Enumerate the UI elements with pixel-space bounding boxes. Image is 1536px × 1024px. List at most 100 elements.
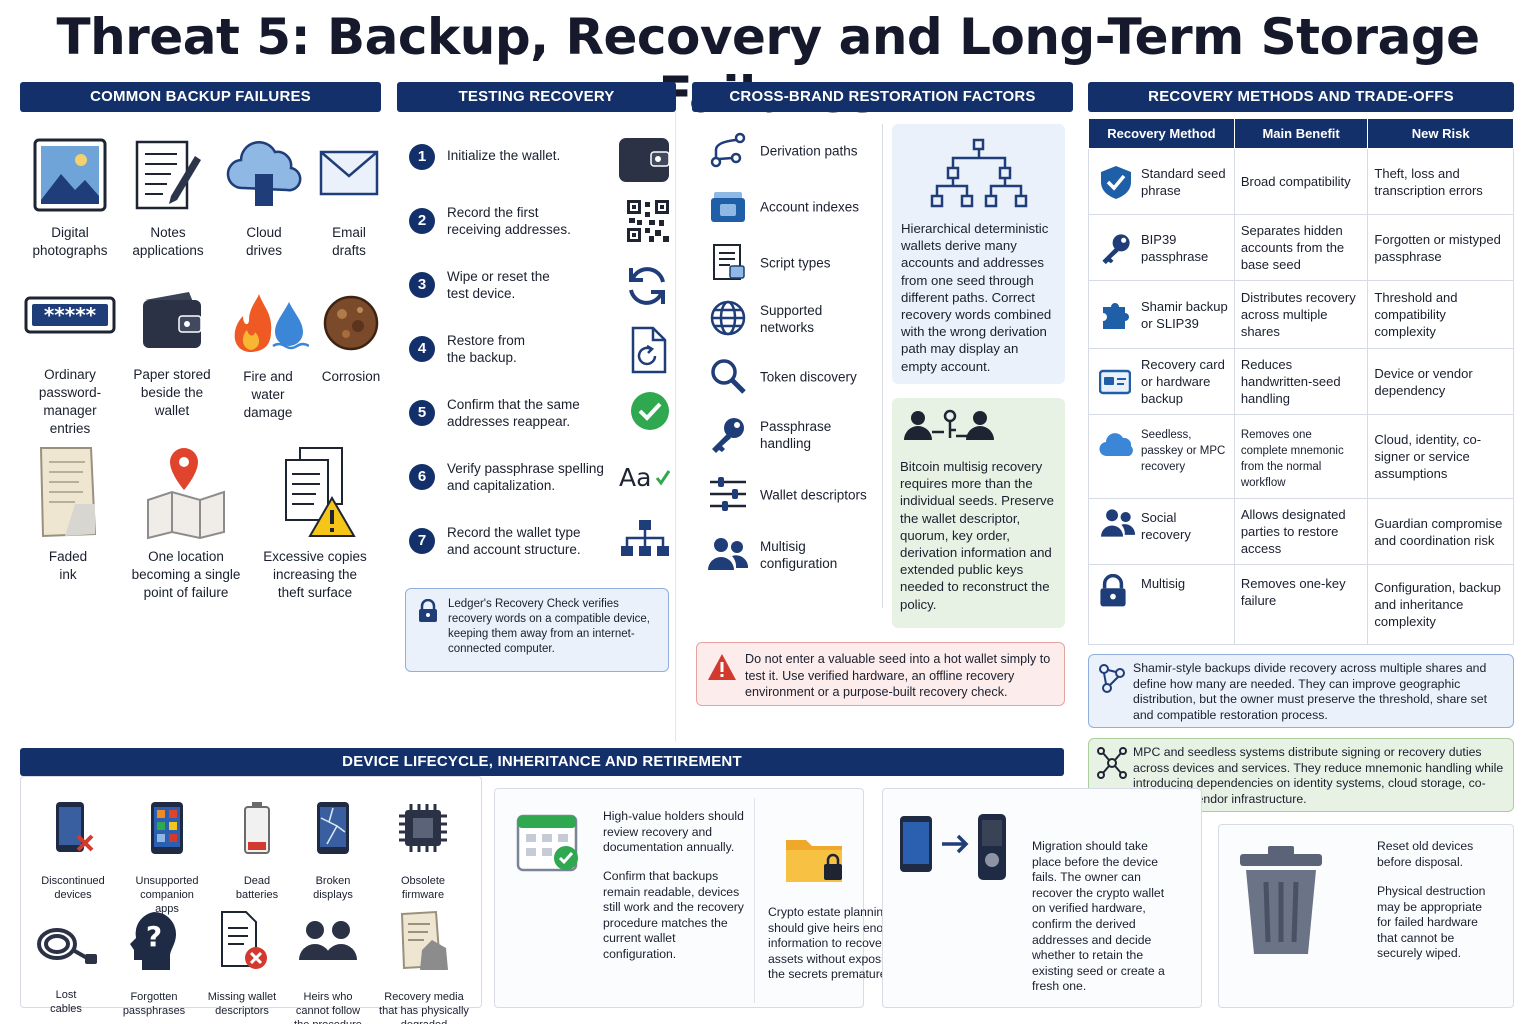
lifecycle-label: Broken displays (313, 875, 353, 901)
lifecycle-unsupported-apps: Unsupported companion apps (124, 786, 210, 916)
shamir-note: Shamir-style backups divide recovery acr… (1088, 654, 1514, 728)
method-risk: Device or vendor dependency (1367, 348, 1514, 415)
method-risk: Guardian compromise and coordination ris… (1367, 498, 1514, 565)
method-benefit: Removes one-key failure (1233, 564, 1369, 645)
failure-label: Notes applications (132, 225, 204, 258)
common-failures-header: COMMON BACKUP FAILURES (20, 82, 381, 112)
hd-wallet-text: Hierarchical deterministic wallets deriv… (901, 221, 1052, 374)
globe-icon (710, 300, 746, 336)
test-step-4: 4 Restore from the backup. (409, 326, 671, 380)
failure-faded-ink: Faded ink (24, 444, 112, 584)
lifecycle-label: Forgotten passphrases (122, 991, 186, 1017)
password-icon: ***** (24, 296, 116, 334)
failure-excessive-copies: Excessive copies increasing the theft su… (256, 444, 374, 602)
battery-icon (244, 802, 270, 854)
test-step-1: 1 Initialize the wallet. (409, 138, 671, 188)
method-name: Seedless, passkey or MPC recovery (1141, 429, 1226, 473)
hierarchy-icon (621, 520, 669, 556)
lifecycle-lost-cables: Lost cables (30, 904, 102, 1016)
method-name: Standard seed phrase (1141, 165, 1226, 198)
file-restore-icon (631, 326, 667, 374)
test-step-3: 3 Wipe or reset the test device. (409, 266, 671, 316)
magnifier-icon (711, 359, 746, 394)
ledger-recovery-check-callout: Ledger's Recovery Check verifies recover… (405, 588, 669, 672)
table-row: Social recovery Allows designated partie… (1088, 498, 1514, 565)
step-number: 7 (409, 528, 435, 554)
notes-icon (135, 140, 201, 210)
step-text: Restore from the backup. (447, 333, 526, 365)
failure-single-location: One location becoming a single point of … (122, 444, 250, 602)
doc-x-icon (221, 911, 267, 969)
table-row: Recovery card or hardware backup Reduces… (1088, 348, 1514, 415)
failure-label: Paper stored beside the wallet (133, 367, 211, 418)
column-header-risk: New Risk (1367, 118, 1514, 149)
step-number: 6 (409, 464, 435, 490)
cracked-phone-icon (317, 802, 349, 854)
share-nodes-icon (1099, 664, 1125, 693)
device-lifecycle-panel: DEVICE LIFECYCLE, INHERITANCE AND RETIRE… (20, 748, 1064, 776)
failure-paper-beside-wallet: Paper stored beside the wallet (124, 290, 220, 420)
cloud-icon (1099, 433, 1133, 457)
step-number: 4 (409, 336, 435, 362)
cloud-icon (226, 141, 302, 206)
ledger-callout-text: Ledger's Recovery Check verifies recover… (448, 598, 650, 655)
factor-text: Account indexes (760, 199, 860, 215)
testing-recovery-panel: TESTING RECOVERY 1 Initialize the wallet… (397, 82, 676, 742)
wallet-icon (619, 138, 670, 182)
method-risk: Theft, loss and transcription errors (1367, 148, 1514, 215)
chip-icon (399, 804, 447, 852)
factor-wallet-descriptors: Wallet descriptors (708, 474, 878, 516)
factor-derivation-paths: Derivation paths (708, 130, 878, 172)
failure-corrosion: Corrosion (314, 292, 388, 386)
svg-text:*****: ***** (44, 303, 97, 327)
test-step-6: 6 Verify passphrase spelling and capital… (409, 458, 671, 508)
failure-label: Email drafts (332, 225, 366, 258)
lifecycle-obsolete-firmware: Obsolete firmware (380, 786, 466, 902)
multisig-recovery-box: Bitcoin multisig recovery requires more … (892, 398, 1065, 628)
key-icon (1102, 233, 1130, 264)
testing-recovery-header: TESTING RECOVERY (397, 82, 676, 112)
hd-wallet-box: Hierarchical deterministic wallets deriv… (892, 124, 1065, 384)
lifecycle-heirs: Heirs who cannot follow the procedure (288, 896, 368, 1024)
lifecycle-label: Recovery media that has physically degra… (379, 991, 469, 1024)
lifecycle-missing-descriptors: Missing wallet descriptors (200, 896, 284, 1018)
fire-water-icon (234, 294, 309, 352)
lock-icon (1100, 574, 1126, 607)
failure-email-drafts: Email drafts (310, 138, 388, 260)
failure-label: Cloud drives (245, 225, 282, 258)
failure-label: Digital photographs (32, 225, 108, 258)
lifecycle-forgotten-passphrases: ? Forgotten passphrases (114, 896, 194, 1018)
failure-label: One location becoming a single point of … (131, 549, 241, 600)
phone-apps-icon (151, 802, 183, 854)
svg-text:?: ? (146, 920, 162, 953)
method-risk: Forgotten or mistyped passphrase (1367, 214, 1514, 281)
wallet-icon (143, 292, 202, 348)
common-failures-panel: COMMON BACKUP FAILURES (20, 82, 381, 612)
trash-bin-icon (1240, 846, 1322, 954)
method-name: Social recovery (1141, 510, 1191, 542)
test-step-2: 2 Record the first receiving addresses. (409, 200, 671, 252)
script-icon (713, 244, 745, 280)
factor-multisig-configuration: Multisig configuration (708, 534, 878, 576)
device-lifecycle-header: DEVICE LIFECYCLE, INHERITANCE AND RETIRE… (20, 748, 1064, 776)
factor-text: Token discovery (760, 369, 857, 385)
map-pin-icon (147, 448, 225, 540)
method-benefit: Removes one complete mnemonic from the n… (1233, 414, 1369, 499)
faded-paper-icon (39, 447, 97, 538)
method-benefit: Broad compatibility (1233, 148, 1369, 215)
factor-token-discovery: Token discovery (708, 356, 878, 398)
method-benefit: Allows designated parties to restore acc… (1233, 498, 1369, 565)
device-migration-icon (900, 814, 1006, 880)
spelling-icon: Aa (619, 463, 671, 492)
lifecycle-label: Discontinued devices (41, 875, 105, 901)
factor-text: Passphrase handling (760, 419, 832, 451)
lock-icon (419, 599, 437, 622)
factor-text: Derivation paths (760, 143, 858, 159)
method-risk: Threshold and compatibility complexity (1367, 280, 1514, 349)
lifecycle-label: Lost cables (50, 989, 82, 1015)
failure-digital-photographs: Digital photographs (22, 138, 118, 260)
step-text: Record the wallet type and account struc… (447, 525, 581, 557)
failure-notes-applications: Notes applications (122, 138, 214, 260)
backup-readable-text: Confirm that backups remain readable, de… (603, 869, 744, 961)
step-text: Wipe or reset the test device. (447, 269, 550, 301)
